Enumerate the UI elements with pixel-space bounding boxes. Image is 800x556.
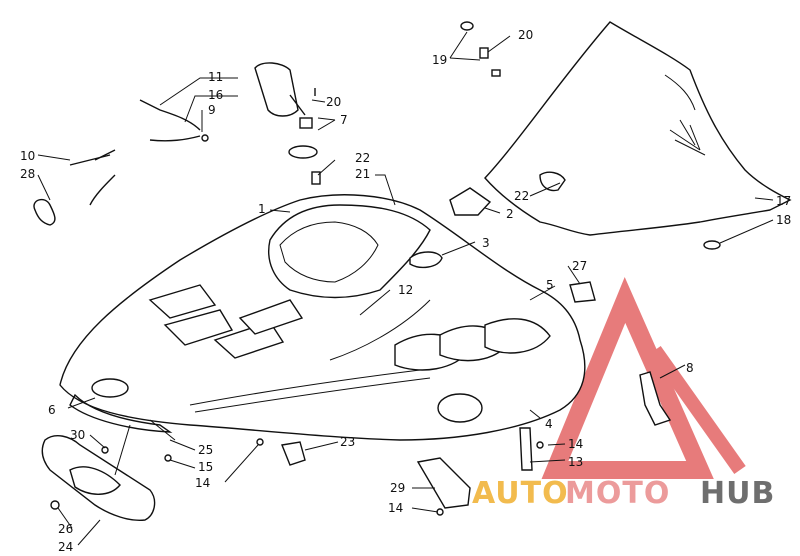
callout-30: 30 xyxy=(70,428,85,442)
callout-21: 21 xyxy=(355,167,370,181)
callout-20b: 20 xyxy=(326,95,341,109)
watermark-hub: HUB xyxy=(700,476,775,511)
callout-6: 6 xyxy=(48,403,56,417)
callout-9: 9 xyxy=(208,103,216,117)
callout-13: 13 xyxy=(568,455,583,469)
windshield xyxy=(484,21,792,236)
callout-15: 15 xyxy=(198,460,213,474)
callout-8: 8 xyxy=(686,361,694,375)
callout-27: 27 xyxy=(572,259,587,273)
callout-14c: 14 xyxy=(388,501,403,515)
callout-23: 23 xyxy=(340,435,355,449)
mirror xyxy=(254,62,321,185)
lower-parts xyxy=(41,419,544,522)
callout-labels: 1 2 3 4 5 6 7 8 9 10 11 12 13 14 14 14 1… xyxy=(20,28,791,554)
callout-14b: 14 xyxy=(195,476,210,490)
callout-20a: 20 xyxy=(518,28,533,42)
right-side-parts xyxy=(409,21,721,426)
cable-assembly xyxy=(33,99,209,226)
callout-25: 25 xyxy=(198,443,213,457)
callout-22a: 22 xyxy=(355,151,370,165)
hood xyxy=(59,194,586,441)
callout-16: 16 xyxy=(208,88,223,102)
callout-22b: 22 xyxy=(514,189,529,203)
callout-26: 26 xyxy=(58,522,73,536)
callout-10: 10 xyxy=(20,149,35,163)
callout-3: 3 xyxy=(482,236,490,250)
callout-2: 2 xyxy=(506,207,514,221)
watermark-text: AUTO MOTO HUB xyxy=(472,476,775,511)
callout-14a: 14 xyxy=(568,437,583,451)
callout-17: 17 xyxy=(776,194,791,208)
callout-12: 12 xyxy=(398,283,413,297)
callout-1: 1 xyxy=(258,202,266,216)
callout-11: 11 xyxy=(208,70,223,84)
watermark-logo xyxy=(541,277,746,479)
leader-lines xyxy=(37,31,774,546)
watermark-auto: AUTO xyxy=(472,476,569,511)
callout-19: 19 xyxy=(432,53,447,67)
callout-24: 24 xyxy=(58,540,73,554)
callout-5: 5 xyxy=(546,278,554,292)
callout-7: 7 xyxy=(340,113,348,127)
callout-28: 28 xyxy=(20,167,35,181)
callout-18: 18 xyxy=(776,213,791,227)
watermark-moto: MOTO xyxy=(565,476,670,511)
callout-29: 29 xyxy=(390,481,405,495)
callout-4: 4 xyxy=(545,417,553,431)
